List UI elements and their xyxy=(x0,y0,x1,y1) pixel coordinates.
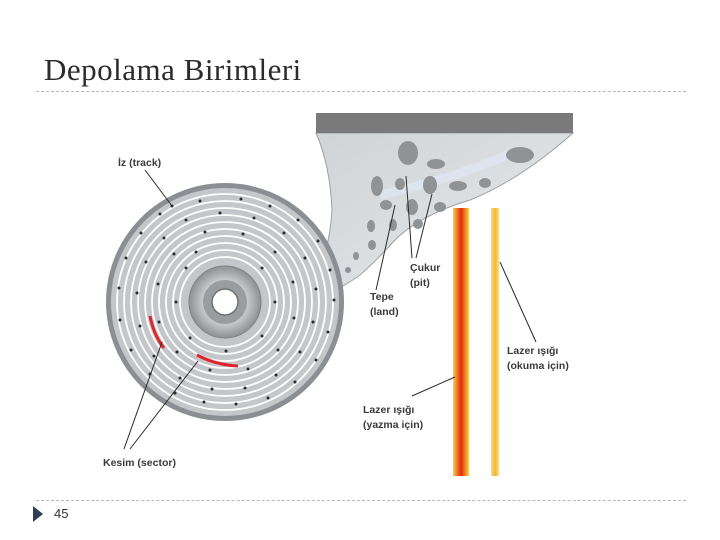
write-laser-label-line1: Lazer ışığı xyxy=(363,404,414,416)
footer-divider xyxy=(36,500,686,501)
read-laser-label-line1: Lazer ışığı xyxy=(507,345,558,357)
magnified-surface xyxy=(309,113,575,301)
write-laser-label-line2: (yazma için) xyxy=(363,419,423,431)
track-label: İz (track) xyxy=(118,156,161,169)
leader-lines xyxy=(123,169,537,450)
land-label-line1: Tepe xyxy=(370,291,394,303)
pit-label-line2: (pit) xyxy=(410,277,430,289)
sector-label: Kesim (sector) xyxy=(103,457,176,469)
title-divider xyxy=(36,91,686,92)
page-arrow-icon xyxy=(33,506,43,522)
land-label-line2: (land) xyxy=(370,306,399,318)
write-laser-beam xyxy=(453,208,469,476)
disc xyxy=(106,183,344,421)
sector-highlight-1 xyxy=(148,315,166,349)
surface-top-edge xyxy=(316,113,573,133)
read-laser-label-line2: (okuma için) xyxy=(507,360,569,372)
page-number: 45 xyxy=(54,506,69,521)
sector-highlight-2 xyxy=(196,353,239,368)
pit-label-line1: Çukur xyxy=(410,262,440,274)
tracks xyxy=(116,193,334,411)
slide-title: Depolama Birimleri xyxy=(44,52,302,87)
read-laser-beam xyxy=(491,208,499,476)
data-dots xyxy=(117,197,336,406)
pits xyxy=(345,141,534,273)
